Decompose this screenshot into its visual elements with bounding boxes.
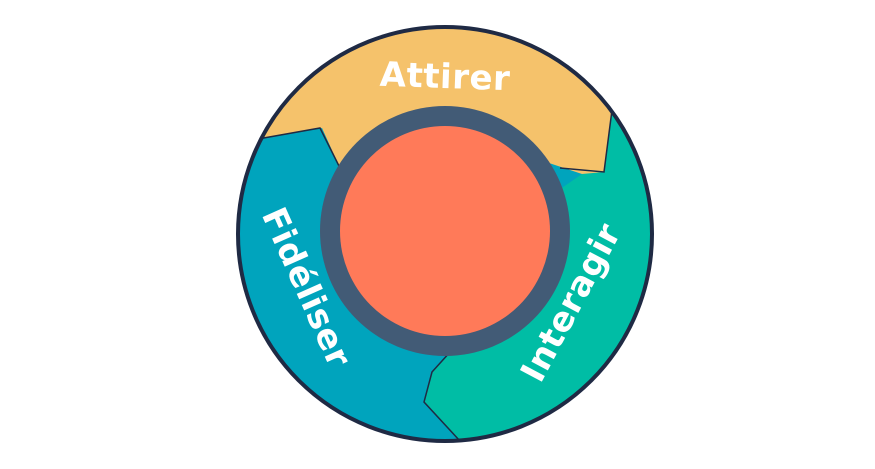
outer-outline	[236, 25, 654, 443]
hub-center	[340, 126, 550, 336]
seam-attract-engage	[559, 109, 613, 173]
label-attract: Attirer	[379, 55, 511, 100]
seam-attract-delight	[257, 127, 341, 169]
